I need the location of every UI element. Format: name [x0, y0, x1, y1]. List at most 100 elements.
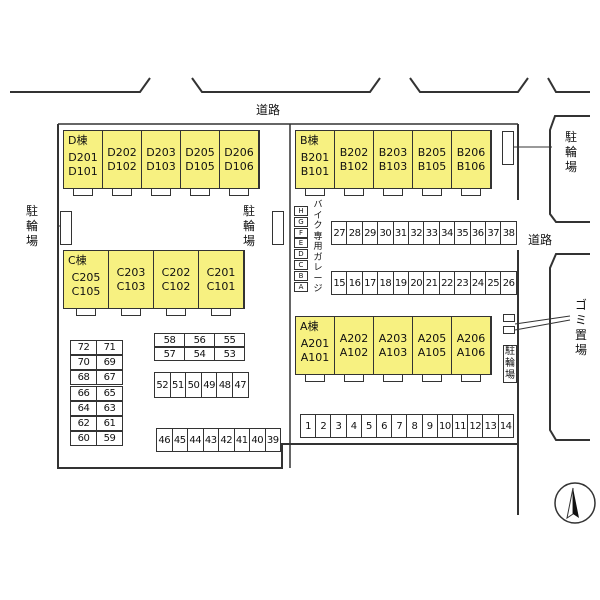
parking-space-31: 31 [392, 221, 409, 245]
parking-space-60: 60 [70, 431, 97, 447]
road-label-right: 道路 [528, 233, 553, 247]
parking-space-3: 3 [330, 414, 347, 438]
parking-space-68: 68 [70, 370, 97, 386]
unit-number: D102 [107, 159, 137, 173]
parking-space-47: 47 [232, 372, 249, 398]
unit-number: C201 [206, 265, 236, 279]
unit-number: D101 [68, 164, 98, 178]
unit-number: C103 [116, 279, 146, 293]
parking-space-37: 37 [485, 221, 502, 245]
parking-space-30: 30 [377, 221, 394, 245]
unit-number: A201 [300, 336, 330, 350]
parking-space-36: 36 [469, 221, 486, 245]
balcony [120, 308, 141, 316]
parking-space-62: 62 [70, 416, 97, 431]
balcony [210, 308, 231, 316]
parking-space-43: 43 [202, 428, 219, 452]
balcony [460, 188, 481, 196]
balcony [304, 374, 325, 382]
building-name: B棟 [300, 134, 319, 147]
unit-number: D105 [185, 159, 215, 173]
parking-space-53: 53 [214, 347, 245, 361]
balcony [111, 188, 132, 196]
parking-space-42: 42 [218, 428, 235, 452]
unit-number: C101 [206, 279, 236, 293]
unit-number: B106 [456, 159, 486, 173]
unit-number: B102 [339, 159, 369, 173]
unit-number: A103 [378, 345, 408, 359]
garage-slot-A: A [294, 281, 308, 292]
parking-space-57: 57 [154, 347, 185, 361]
parking-space-7: 7 [391, 414, 408, 438]
parking-space-22: 22 [438, 271, 456, 295]
parking-space-2: 2 [315, 414, 332, 438]
parking-space-28: 28 [346, 221, 363, 245]
parking-space-67: 67 [96, 370, 123, 386]
parking-space-40: 40 [249, 428, 266, 452]
unit-number: B103 [378, 159, 408, 173]
parking-space-21: 21 [423, 271, 440, 295]
balcony [382, 188, 403, 196]
north-arrow-icon [554, 482, 596, 524]
parking-space-20: 20 [408, 271, 425, 295]
parking-space-33: 33 [423, 221, 440, 245]
balcony [75, 308, 96, 316]
unit-number: A205 [417, 331, 447, 345]
parking-space-59: 59 [96, 431, 123, 447]
parking-space-1: 1 [300, 414, 317, 438]
balcony [460, 374, 481, 382]
parking-space-39: 39 [264, 428, 281, 452]
balcony [72, 188, 93, 196]
parking-space-8: 8 [406, 414, 423, 438]
parking-space-24: 24 [469, 271, 486, 295]
unit-number: C102 [161, 279, 191, 293]
unit-number: A106 [456, 345, 486, 359]
unit-number: D106 [224, 159, 254, 173]
unit-number: D202 [107, 145, 137, 159]
parking-space-5: 5 [360, 414, 377, 438]
parking-space-44: 44 [187, 428, 204, 452]
parking-space-69: 69 [96, 355, 123, 371]
balcony [421, 374, 442, 382]
parking-space-18: 18 [377, 271, 394, 295]
balcony [421, 188, 442, 196]
parking-space-48: 48 [216, 372, 233, 398]
bicycle-parking-label-east: 駐輪場 [564, 130, 577, 174]
unit-number: D206 [224, 145, 254, 159]
parking-space-27: 27 [331, 221, 348, 245]
parking-space-46: 46 [156, 428, 173, 452]
garage-slot-B: B [294, 270, 308, 281]
motorbike-garage-label: バイク専用ガレージ [313, 200, 323, 294]
parking-space-71: 71 [96, 340, 123, 355]
parking-space-17: 17 [361, 271, 379, 295]
unit-number: B206 [456, 145, 486, 159]
parking-space-58: 58 [154, 333, 185, 347]
parking-space-54: 54 [184, 347, 215, 361]
unit-number: B205 [417, 145, 447, 159]
parking-space-45: 45 [171, 428, 188, 452]
parking-space-12: 12 [467, 414, 484, 438]
garage-slot-F: F [294, 227, 308, 238]
parking-space-26: 26 [500, 271, 517, 295]
parking-space-25: 25 [485, 271, 502, 295]
road-label-top: 道路 [256, 103, 281, 117]
unit-number: A202 [339, 331, 369, 345]
parking-space-50: 50 [185, 372, 202, 398]
parking-space-38: 38 [500, 221, 517, 245]
parking-space-65: 65 [96, 385, 123, 401]
balcony [150, 188, 171, 196]
balcony [304, 188, 325, 196]
garage-slot-H: H [294, 206, 308, 216]
parking-space-35: 35 [454, 221, 471, 245]
garage-slot-C: C [294, 260, 308, 270]
unit-number: B203 [378, 145, 408, 159]
building-name: D棟 [68, 134, 88, 147]
